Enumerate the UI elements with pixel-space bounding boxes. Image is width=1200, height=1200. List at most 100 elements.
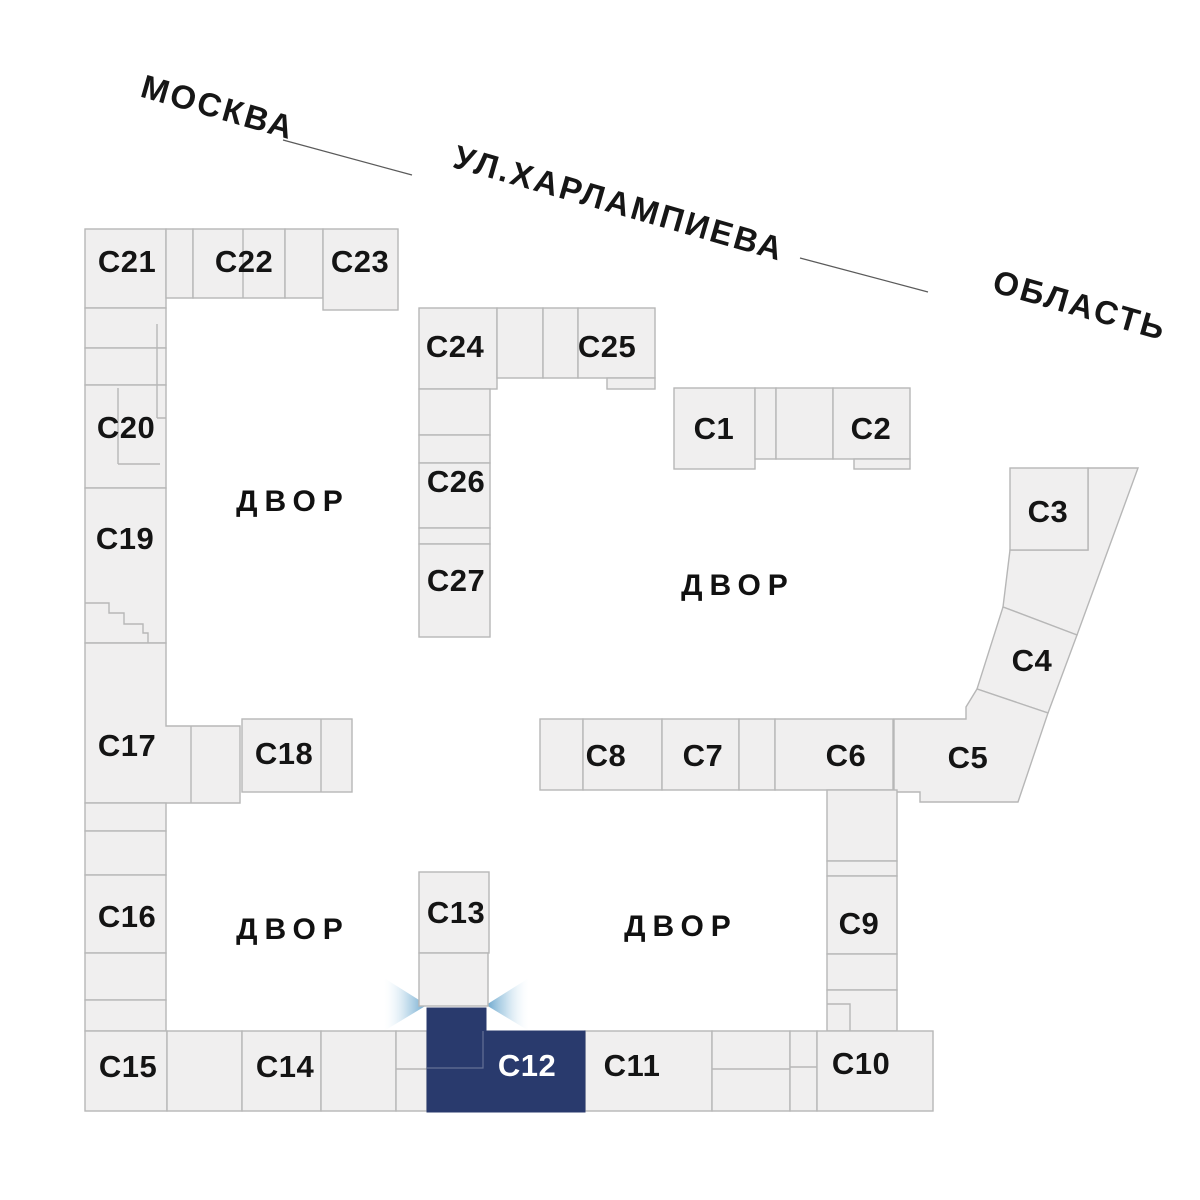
c9-column bbox=[826, 789, 898, 1032]
label-c17: С17 bbox=[98, 728, 156, 763]
c8-c7-c6-row bbox=[539, 718, 894, 791]
selected-section-line bbox=[427, 1031, 484, 1069]
diagonal-wing bbox=[893, 467, 1140, 803]
stair-steps bbox=[85, 602, 149, 643]
label-c23: С23 bbox=[331, 244, 389, 279]
bottom-strip bbox=[84, 1030, 934, 1112]
label-c8: С8 bbox=[586, 738, 627, 773]
building-c10[interactable] bbox=[816, 1030, 934, 1112]
label-c4: С4 bbox=[1012, 643, 1053, 678]
label-c27: С27 bbox=[427, 563, 485, 598]
label-c16: С16 bbox=[98, 899, 156, 934]
building-c15[interactable] bbox=[84, 1030, 168, 1112]
building-section bbox=[84, 952, 167, 1001]
building-section bbox=[320, 1030, 397, 1112]
building-section bbox=[165, 228, 194, 299]
street-line-left bbox=[282, 139, 413, 176]
building-section bbox=[84, 802, 167, 832]
building-c1[interactable] bbox=[673, 387, 756, 470]
building-c3[interactable] bbox=[1009, 467, 1089, 551]
c1-c2-strip bbox=[673, 387, 911, 470]
top-left-complex bbox=[84, 228, 399, 1032]
building-section bbox=[775, 387, 834, 460]
building-c6[interactable] bbox=[774, 718, 894, 791]
building-section bbox=[84, 347, 167, 386]
courtyard-label: ДВОР bbox=[624, 910, 738, 943]
building-c11[interactable] bbox=[584, 1030, 713, 1112]
street-line-right bbox=[799, 257, 929, 293]
c13-column bbox=[418, 871, 490, 1007]
building-c7[interactable] bbox=[661, 718, 740, 791]
building-section bbox=[826, 953, 898, 991]
building-section bbox=[754, 387, 777, 460]
building-section bbox=[826, 989, 898, 1032]
label-c15: С15 bbox=[99, 1049, 157, 1084]
building-c9[interactable] bbox=[826, 875, 898, 955]
label-c11: С11 bbox=[604, 1048, 661, 1083]
building-c16[interactable] bbox=[84, 874, 167, 954]
building-c13[interactable] bbox=[418, 871, 490, 954]
building-section bbox=[84, 307, 167, 349]
label-c2: С2 bbox=[851, 411, 892, 446]
label-c13: С13 bbox=[427, 895, 485, 930]
courtyard-label: ДВОР bbox=[236, 485, 350, 518]
selection-flares bbox=[384, 978, 529, 1031]
label-c7: С7 bbox=[683, 738, 724, 773]
courtyard-label: ДВОР bbox=[236, 913, 350, 946]
building-c8[interactable] bbox=[582, 718, 663, 791]
building-section bbox=[539, 718, 584, 791]
building-c21[interactable] bbox=[84, 228, 167, 309]
label-c26: С26 bbox=[427, 464, 485, 499]
label-c1: С1 bbox=[694, 411, 735, 446]
building-c12[interactable] bbox=[426, 1007, 586, 1113]
building-c19[interactable] bbox=[84, 487, 167, 644]
building-section bbox=[418, 527, 491, 545]
building-section bbox=[826, 860, 898, 877]
building-c2[interactable] bbox=[832, 387, 911, 460]
label-c18: С18 bbox=[255, 736, 313, 771]
region-label: ОБЛАСТЬ bbox=[989, 262, 1171, 347]
building-c17[interactable] bbox=[84, 642, 241, 804]
label-c20: С20 bbox=[97, 410, 155, 445]
building-c5[interactable] bbox=[893, 688, 1049, 803]
label-c12: С12 bbox=[498, 1048, 556, 1083]
section-step-lines bbox=[827, 1003, 851, 1031]
label-c14: С14 bbox=[256, 1049, 315, 1084]
building-c23[interactable] bbox=[322, 228, 399, 311]
building-c20[interactable] bbox=[84, 384, 167, 489]
building-section bbox=[395, 1030, 428, 1112]
building-section bbox=[84, 830, 167, 876]
building-section bbox=[542, 307, 579, 379]
building-c22[interactable] bbox=[192, 228, 286, 299]
building-section bbox=[789, 1030, 818, 1112]
building-c26[interactable] bbox=[418, 462, 491, 529]
building-c27[interactable] bbox=[418, 543, 491, 638]
building-c18[interactable] bbox=[241, 718, 353, 793]
label-c3: С3 bbox=[1028, 494, 1069, 529]
selected-building-c12 bbox=[426, 1007, 586, 1113]
courtyard-label: ДВОР bbox=[681, 569, 795, 602]
building-c24[interactable] bbox=[418, 307, 498, 390]
courtyard-labels: ДВОР ДВОР ДВОР ДВОР bbox=[236, 485, 795, 946]
label-c24: С24 bbox=[426, 329, 485, 364]
label-c5: С5 bbox=[948, 740, 989, 775]
flare-right-icon bbox=[486, 978, 529, 1031]
building-section bbox=[496, 307, 544, 379]
building-section bbox=[418, 388, 491, 436]
section-step-lines bbox=[117, 324, 166, 465]
flare-left-icon bbox=[384, 978, 427, 1031]
building-c14[interactable] bbox=[241, 1030, 322, 1112]
middle-complex bbox=[418, 307, 656, 638]
label-c25: С25 bbox=[578, 329, 636, 364]
street-annotations: МОСКВА УЛ.ХАРЛАМПИЕВА ОБЛАСТЬ bbox=[137, 67, 1171, 347]
street-label: УЛ.ХАРЛАМПИЕВА bbox=[450, 138, 789, 268]
label-c9: С9 bbox=[839, 906, 880, 941]
building-section bbox=[284, 228, 324, 299]
building-c18-group bbox=[241, 718, 353, 793]
label-c10: С10 bbox=[832, 1046, 890, 1081]
label-c22: С22 bbox=[215, 244, 273, 279]
building-section bbox=[166, 1030, 243, 1112]
building-section bbox=[826, 789, 898, 862]
